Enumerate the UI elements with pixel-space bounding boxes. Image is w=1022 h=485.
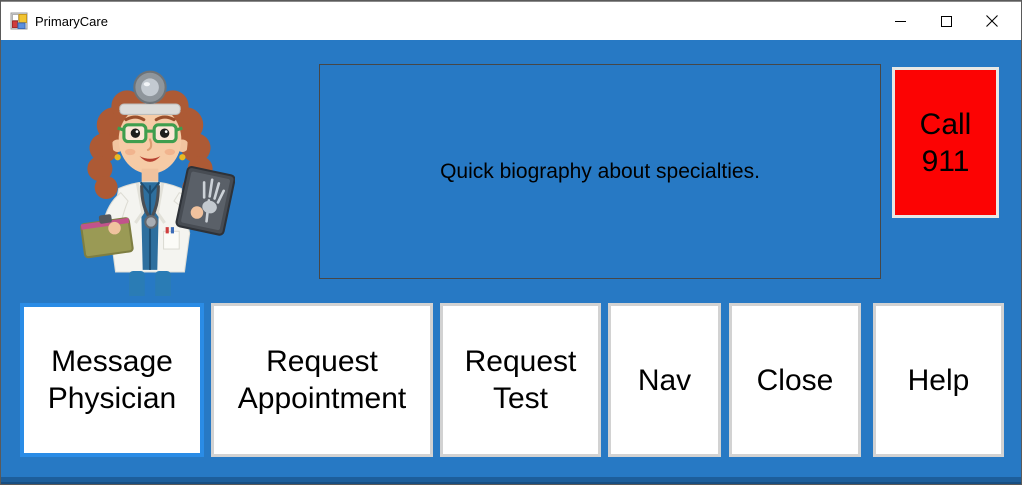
- help-button[interactable]: Help: [873, 303, 1004, 457]
- close-icon: [986, 15, 998, 27]
- nav-button[interactable]: Nav: [608, 303, 721, 457]
- window-title: PrimaryCare: [35, 13, 108, 29]
- close-form-button[interactable]: Close: [729, 303, 861, 457]
- title-bar: PrimaryCare: [1, 1, 1021, 40]
- maximize-icon: [940, 15, 952, 27]
- message-physician-button[interactable]: Message Physician: [20, 303, 204, 457]
- close-button[interactable]: [969, 2, 1015, 40]
- window-bottom-edge: [1, 477, 1021, 484]
- minimize-button[interactable]: [877, 2, 923, 40]
- window-controls: [877, 2, 1015, 40]
- request-test-button[interactable]: Request Test: [440, 303, 601, 457]
- request-appointment-button[interactable]: Request Appointment: [211, 303, 433, 457]
- doctor-image: [80, 70, 236, 337]
- biography-label: Quick biography about specialties.: [319, 64, 881, 279]
- doctor-illustration: [65, 56, 236, 337]
- app-icon: [10, 12, 28, 30]
- maximize-button[interactable]: [923, 2, 969, 40]
- form-content: Quick biography about specialties. Call …: [1, 40, 1021, 484]
- minimize-icon: [894, 20, 906, 22]
- call-911-button[interactable]: Call 911: [892, 67, 999, 218]
